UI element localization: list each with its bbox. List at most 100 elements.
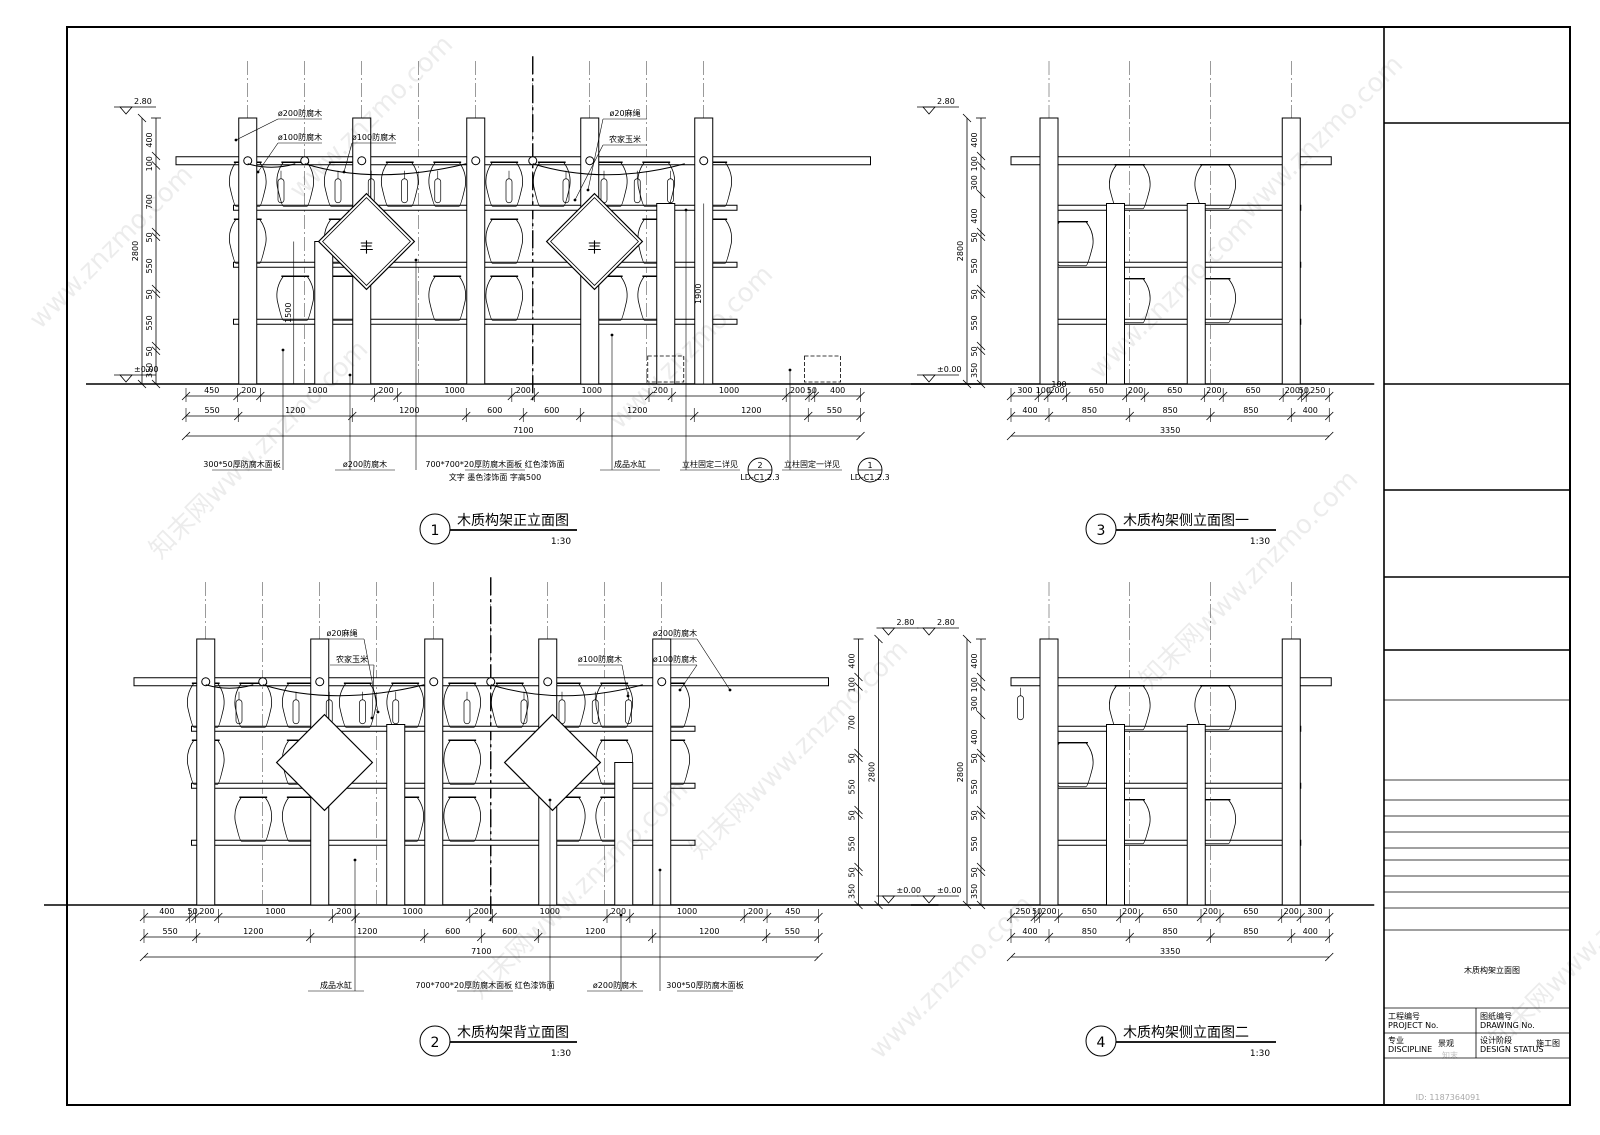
dim-text: 700 bbox=[145, 194, 154, 209]
dim-text: 550 bbox=[145, 315, 154, 330]
post-column bbox=[238, 117, 258, 385]
detail-ref-number: 1 bbox=[867, 461, 872, 470]
dim-tick bbox=[976, 805, 986, 815]
dim-tick bbox=[976, 289, 986, 299]
water-jar bbox=[1194, 164, 1236, 210]
callout-label: 700*700*20厚防腐木面板 红色漆饰面 bbox=[425, 459, 564, 469]
dim-text: 550 bbox=[848, 836, 857, 851]
dim-tick bbox=[976, 341, 986, 351]
water-jar bbox=[443, 739, 482, 785]
beam-post-joint bbox=[357, 156, 367, 166]
water-jar bbox=[186, 682, 225, 728]
dim-text: 50 bbox=[807, 386, 817, 395]
dim-tick bbox=[976, 189, 986, 199]
discipline-label: 专业 bbox=[1388, 1035, 1404, 1045]
side-elevation-2: 40010030040050550505505035028002.80±0.00… bbox=[911, 582, 1375, 962]
callout-label: ø100防腐木 bbox=[653, 654, 697, 664]
corn-cob bbox=[625, 699, 632, 725]
line bbox=[962, 634, 972, 644]
post-column bbox=[1039, 117, 1059, 385]
dim-text: 200 bbox=[611, 907, 626, 916]
view-scale: 1:30 bbox=[1250, 1049, 1270, 1059]
detail-ref-number: 2 bbox=[757, 461, 762, 470]
dim-text: 1200 bbox=[627, 406, 647, 415]
beam-post-joint bbox=[315, 677, 325, 687]
dim-text: 250 bbox=[1015, 907, 1030, 916]
dim-total-text: 2800 bbox=[956, 762, 965, 782]
view-scale: 1:30 bbox=[1250, 537, 1270, 547]
callout-dot bbox=[370, 716, 374, 720]
level-marker: ±0.00 bbox=[114, 365, 159, 383]
dim-text: 100 bbox=[1036, 386, 1051, 395]
dim-text: 200 bbox=[1206, 386, 1221, 395]
design-status-en: DESIGN STATUS bbox=[1480, 1045, 1543, 1054]
line bbox=[874, 900, 883, 910]
post-column bbox=[1039, 638, 1059, 906]
view-title-text: 木质构架正立面图 bbox=[457, 513, 569, 529]
corn-cob bbox=[667, 178, 674, 204]
dim-text: 200 bbox=[653, 386, 668, 395]
view-title-text: 木质构架背立面图 bbox=[457, 1025, 569, 1041]
dim-text: 100 bbox=[970, 677, 979, 692]
water-jar bbox=[276, 275, 315, 321]
detail-ref-sheet: LD-C1.2.3 bbox=[740, 473, 779, 482]
dim-text: 250 bbox=[1310, 386, 1325, 395]
callout-dot bbox=[788, 368, 792, 372]
corn-cob bbox=[558, 699, 566, 725]
callout-label: ø20麻绳 bbox=[609, 108, 640, 118]
project-no-label: 工程编号 bbox=[1388, 1011, 1420, 1021]
dim-text: 1200 bbox=[741, 406, 761, 415]
callout-label: ø100防腐木 bbox=[352, 132, 396, 142]
top-beam bbox=[133, 677, 829, 687]
dim-text: 1200 bbox=[585, 927, 605, 936]
callout-dot bbox=[353, 858, 357, 862]
level-marker: ±0.00 bbox=[917, 365, 962, 383]
diamond-inner bbox=[322, 197, 411, 286]
dim-text: 50 bbox=[970, 810, 979, 820]
dim-text: 550 bbox=[785, 927, 800, 936]
watermark-logo: 知末 bbox=[1442, 1050, 1458, 1060]
callout-label: ø100防腐木 bbox=[578, 654, 622, 664]
discipline-value: 景观 bbox=[1438, 1039, 1454, 1048]
dim-text: 300 bbox=[1307, 907, 1322, 916]
line bbox=[814, 952, 823, 962]
line bbox=[856, 431, 865, 441]
dim-text: 450 bbox=[204, 386, 219, 395]
level-triangle bbox=[119, 374, 133, 383]
callout-dot bbox=[658, 868, 662, 872]
line bbox=[1006, 952, 1016, 962]
dim-text: 550 bbox=[970, 836, 979, 851]
watermark-text: 知末网www.znzmo.com bbox=[144, 334, 375, 565]
line bbox=[962, 900, 972, 910]
dim-text: 550 bbox=[145, 258, 154, 273]
callout-label: 文字 墨色漆饰面 字高500 bbox=[449, 472, 541, 482]
post-column bbox=[466, 117, 486, 385]
callout-label: 700*700*20厚防腐木面板 红色漆饰面 bbox=[415, 980, 554, 990]
dim-text: 400 bbox=[1303, 927, 1318, 936]
callout-dot bbox=[619, 913, 623, 917]
water-jar bbox=[186, 739, 225, 785]
dim-tick bbox=[976, 379, 986, 389]
shelf-board bbox=[1043, 782, 1302, 789]
callout-dot bbox=[573, 198, 577, 202]
hemp-rope bbox=[304, 163, 467, 176]
dim-text: 650 bbox=[1162, 907, 1177, 916]
dim-tick bbox=[151, 289, 161, 299]
water-jar bbox=[234, 682, 273, 728]
dim-text: 1000 bbox=[265, 907, 285, 916]
callout-dot bbox=[234, 138, 238, 142]
beam-joint bbox=[486, 677, 496, 687]
callout-dot bbox=[548, 798, 552, 802]
water-jar bbox=[428, 161, 467, 207]
top-beam bbox=[1010, 677, 1332, 687]
dim-text: 200 bbox=[199, 907, 214, 916]
dim-text: 1200 bbox=[243, 927, 263, 936]
callout-dot bbox=[678, 688, 682, 692]
dim-tick bbox=[854, 805, 863, 815]
